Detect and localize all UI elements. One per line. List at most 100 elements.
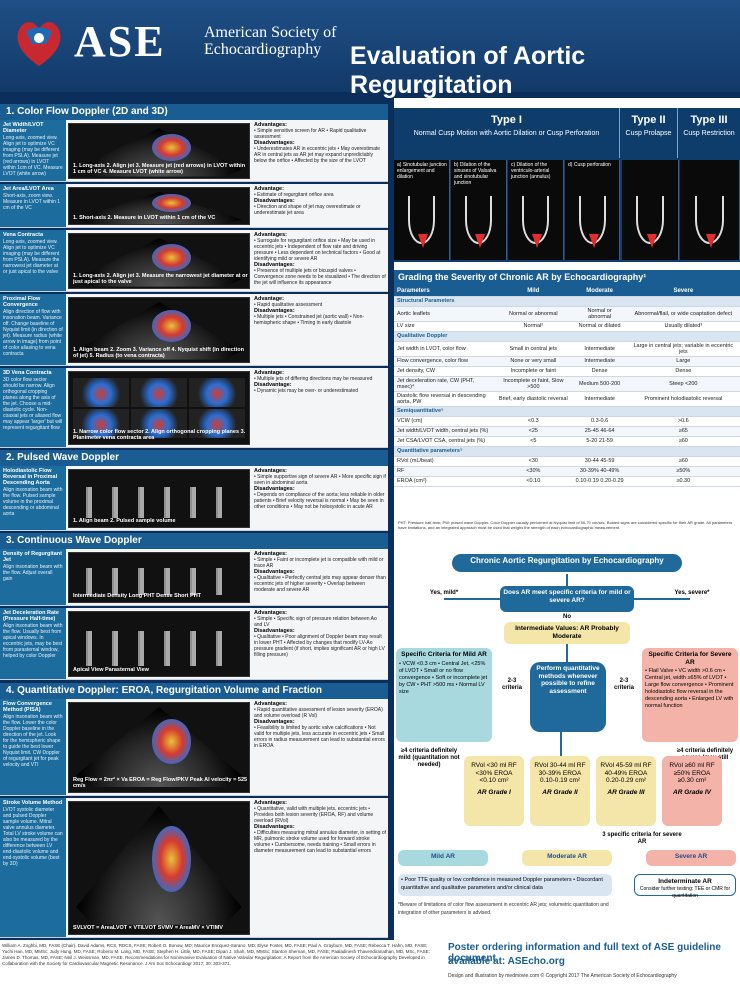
table-cell: <30% <box>494 466 573 477</box>
echo-image: 1. Long-axis 2. Align jet 3. Measure jet… <box>68 123 250 179</box>
table-cell: 30-44 45-59 <box>572 456 627 467</box>
table-cell: ≥60 <box>626 436 740 447</box>
color-jet <box>151 133 192 161</box>
echo-image: Apical View Parasternal View <box>68 611 250 677</box>
table-cell: RVol (mL/beat) <box>394 456 494 467</box>
col-header: Severe <box>626 286 740 297</box>
technique-title: Vena Contracta <box>3 232 44 238</box>
table-cell: Normal or abnormal <box>572 306 627 322</box>
panel-label: c) Dilation of the ventriculo-arterial j… <box>511 162 551 180</box>
table-cell: EROA (cm²) <box>394 476 494 487</box>
technique-title: Jet Width/LVOT Diameter <box>3 122 44 134</box>
table-row: Qualitative Doppler <box>394 331 740 342</box>
table-cell: Jet CSA/LVOT CSA, central jets (%) <box>394 436 494 447</box>
regurgitant-arrow-icon <box>705 234 716 248</box>
technique-desc: LVOT systolic diameter and pulsed Dopple… <box>3 807 63 867</box>
technique-label: Jet Deceleration Rate (Pressure Half-tim… <box>0 608 66 679</box>
pros-cons: Advantages:• Simple • Specific sign of p… <box>254 610 386 658</box>
table-cell: Large in central jets; variable in eccen… <box>626 341 740 357</box>
table-cell: Intermediate <box>572 391 627 407</box>
3d-crop-planes <box>72 377 246 439</box>
header: ASE American Society of Echocardiography… <box>0 0 740 99</box>
disadvantages-list: • Presence of multiple jets or bicuspid … <box>254 268 386 286</box>
grade-iii-box: RVol 45-59 ml RF 40-49% EROA 0.20-0.29 c… <box>596 756 656 826</box>
advantages-list: • Multiple jets of differing directions … <box>254 376 373 382</box>
valve-mechanism-panel: a) Sinotubular junction enlargement and … <box>394 160 450 260</box>
regurgitant-arrow-icon <box>646 234 657 248</box>
advantages-list: • Simple supportive sign of severe AR • … <box>254 474 386 486</box>
type-name: Type III <box>690 114 728 126</box>
three-criteria-note: 3 specific criteria for severe AR <box>602 832 682 845</box>
valve-mechanism-panel <box>622 160 679 260</box>
image-caption: Intermediate Density Long PHT Dense Shor… <box>73 593 202 599</box>
arrow-down <box>566 644 568 662</box>
pros-cons: Advantages:• Quantitative, valid with mu… <box>254 800 386 854</box>
technique-row: Jet Deceleration Rate (Pressure Half-tim… <box>0 608 388 680</box>
severe-criteria-title: Specific Criteria for Severe AR <box>648 651 732 666</box>
table-subheader: Quantitative parameters⁵ <box>394 446 740 457</box>
disadvantages-list: • Depends on compliance of the aorta; le… <box>254 492 385 510</box>
poor-quality-box: • Poor TTE quality or low confidence in … <box>398 874 612 896</box>
col-header: Moderate <box>572 286 627 297</box>
table-cell: Dense <box>626 366 740 377</box>
indeterminate-sub: Consider further testing: TEE or CMR for… <box>639 885 731 900</box>
table-subheader: Structural Parameters <box>394 296 740 307</box>
table-cell: Usually dilated³ <box>626 321 740 332</box>
grade-i-box: RVol <30 ml RF <30% EROA <0.10 cm² AR Gr… <box>464 756 524 826</box>
advantages-list: • Simple sensitive screen for AR • Rapid… <box>254 128 367 140</box>
severe-criteria-box: Specific Criteria for Severe AR • Flail … <box>642 648 738 742</box>
table-cell: Intermediate <box>572 356 627 367</box>
mild-ar-result: Mild AR <box>398 850 488 866</box>
poster-link[interactable]: available at: ASEcho.org <box>448 956 565 967</box>
col-header: Parameters <box>394 286 494 297</box>
grade-iv-label: AR Grade IV <box>673 788 711 796</box>
copyright: Design and illustration by medmovie.com … <box>448 973 677 979</box>
table-cell: Large <box>626 356 740 367</box>
valve-mechanism-panel: d) Cusp perforation <box>565 160 620 260</box>
advantages-list: • Rapid quantitative assessment of lesio… <box>254 707 383 719</box>
disadvantages-list: • Difficulties measuring mitral annulus … <box>254 830 386 854</box>
advantages-list: • Estimate of regurgitant orifice area <box>254 192 334 198</box>
mild-criteria-box: Specific Criteria for Mild AR • VCW <0.3… <box>396 648 492 742</box>
table-cell: Jet width in LVOT, color flow <box>394 341 494 357</box>
org-name-line1: American Society of <box>204 24 337 41</box>
table-cell: ≥0.30 <box>626 476 740 487</box>
advantages-list: • Simple • Faint or incomplete jet is co… <box>254 557 384 569</box>
technique-title: Jet Deceleration Rate (Pressure Half-tim… <box>3 610 59 622</box>
table-cell: Normal² <box>494 321 573 332</box>
type-name: Type I <box>491 114 522 126</box>
indeterminate-title: Indeterminate AR <box>658 878 712 885</box>
table-cell: Normal or abnormal <box>494 306 573 322</box>
image-caption: 1. Short-axis 2. Measure in LVOT within … <box>73 215 216 221</box>
advantages-heading: Advantages: <box>254 610 288 616</box>
type-name: Type II <box>631 114 666 126</box>
grade-ii-label: AR Grade II <box>542 788 578 796</box>
techniques-column: 1. Color Flow Doppler (2D and 3D) 2. Pul… <box>0 98 388 940</box>
table-subheader: Semiquantitative⁵ <box>394 406 740 417</box>
disadvantages-list: • Qualitative • Perfectly central jets m… <box>254 575 386 593</box>
disadvantages-heading: Disadvantages: <box>254 486 295 492</box>
table-row: Jet width/LVOT width, central jets (%)<2… <box>394 426 740 437</box>
image-caption: Reg Flow = 2πr² × Va EROA = Reg Flow/PKV… <box>73 777 248 789</box>
pros-cons: Advantages:• Surrogate for regurgitant o… <box>254 232 386 286</box>
disadvantages-heading: Disadvantages: <box>254 824 295 830</box>
table-cell: LV size <box>394 321 494 332</box>
table-subheader: Qualitative Doppler <box>394 331 740 342</box>
indeterminate-box: Indeterminate AR Consider further testin… <box>634 874 736 899</box>
doppler-spectrum <box>76 631 242 667</box>
disadvantages-heading: Disadvantages: <box>254 628 295 634</box>
technique-label: Holodiastolic Flow Reversal in Proximal … <box>0 466 66 530</box>
ar-mechanism-types: Type I Normal Cusp Motion with Aortic Di… <box>394 108 740 262</box>
type-iii-header: Type III Cusp Restriction <box>678 108 740 158</box>
table-cell: 0.10-0.19 0.20-0.29 <box>572 476 627 487</box>
ase-heart-logo-icon <box>17 22 61 67</box>
